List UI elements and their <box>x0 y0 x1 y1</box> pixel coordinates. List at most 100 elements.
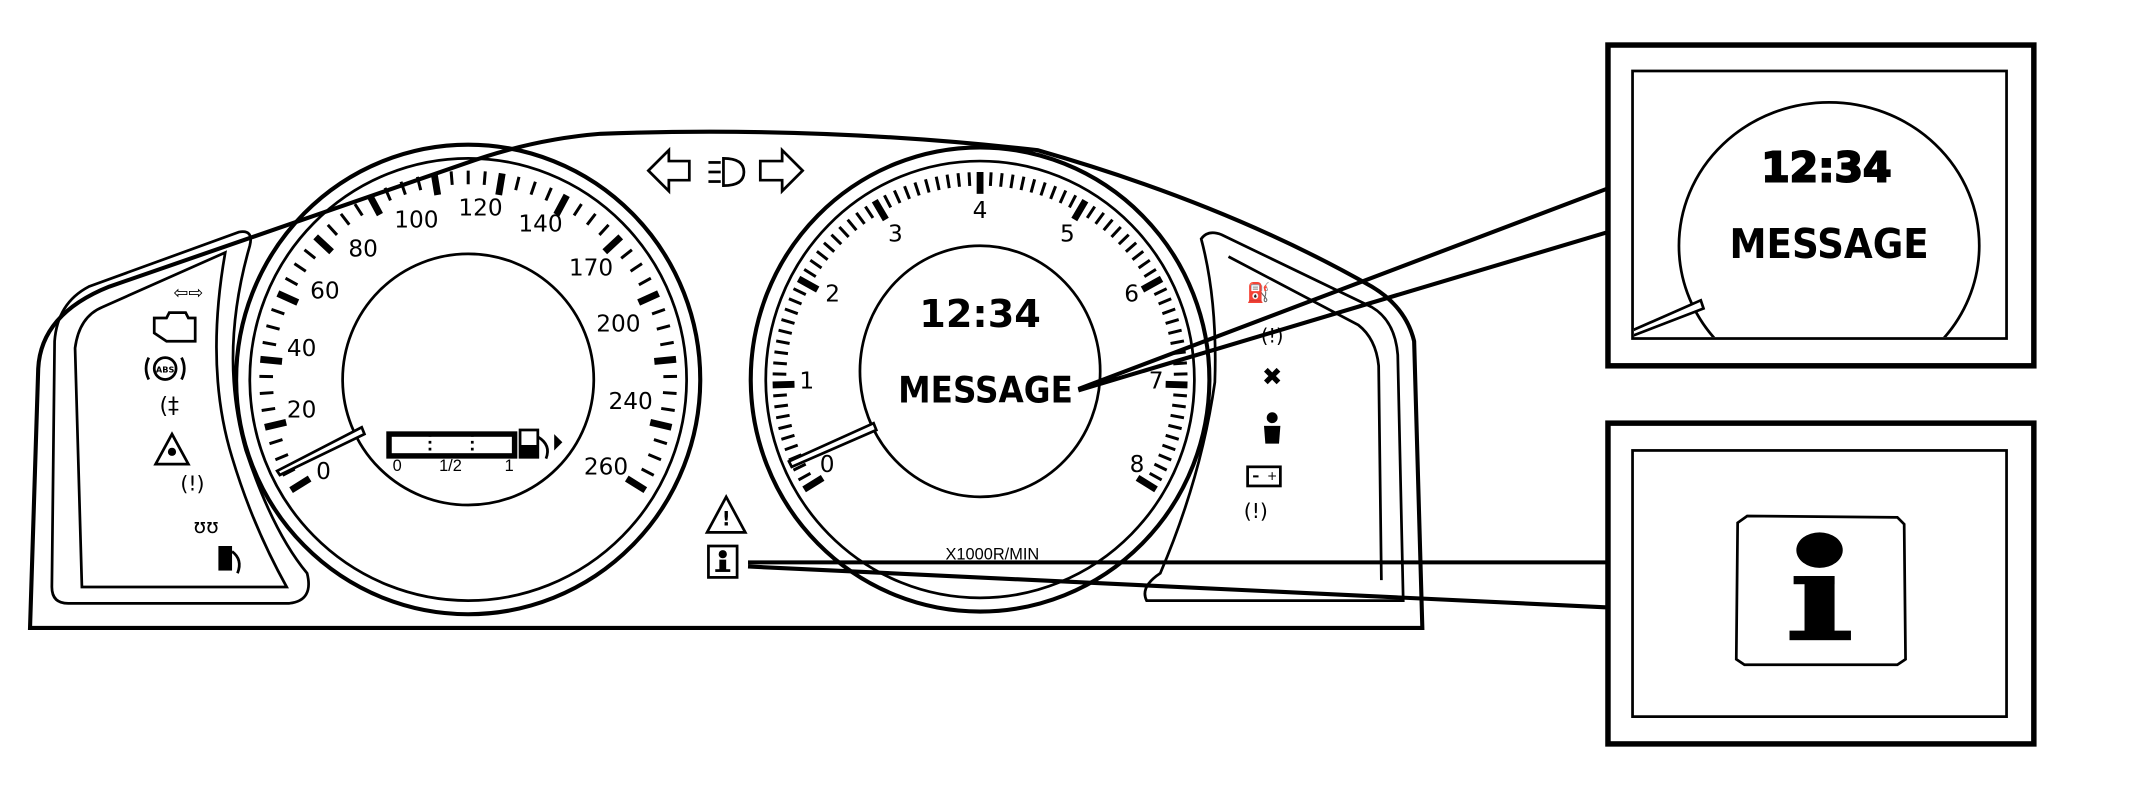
tachometer-tick <box>1168 423 1183 431</box>
tachometer-tick <box>1153 462 1168 472</box>
check-engine-icon <box>152 311 197 343</box>
tachometer-tick <box>1158 453 1172 462</box>
speedometer-tick <box>640 467 655 477</box>
speedometer-tick <box>262 340 277 347</box>
speedometer-tick <box>274 453 289 462</box>
tachometer-tick <box>1029 178 1037 193</box>
svg-text:ABS: ABS <box>156 364 175 374</box>
speedometer-tick <box>259 355 283 365</box>
speedometer-tick <box>326 223 339 236</box>
tachometer-tick <box>1135 474 1158 493</box>
tachometer-tick <box>1171 403 1186 409</box>
tachometer-tick <box>913 182 921 196</box>
speedometer-tick <box>660 340 674 347</box>
tachometer-tick <box>784 443 799 452</box>
display-time: 12:34 <box>919 293 1041 337</box>
speedometer-tick <box>656 324 671 331</box>
inset-time: 12:34 <box>1761 144 1891 192</box>
speedometer-label: 120 <box>458 194 502 221</box>
speedometer-tick <box>353 203 364 217</box>
speedometer-inner-display <box>341 252 596 507</box>
speedometer-tick <box>529 181 537 196</box>
tachometer-tick <box>1094 212 1105 225</box>
tachometer-tick <box>892 189 902 204</box>
speedometer-tick <box>289 475 312 494</box>
speedometer-tick <box>261 406 276 412</box>
speedometer-label: 140 <box>518 211 562 238</box>
speedometer-label: 200 <box>596 310 640 337</box>
speedometer-label: 40 <box>287 335 317 362</box>
speedometer-tick <box>266 324 280 331</box>
fuel-label-full: 1 <box>505 457 514 475</box>
speedometer-tick <box>495 172 506 196</box>
tachometer-tick <box>802 474 825 493</box>
info-callout-leader <box>747 560 1609 610</box>
speedometer-tick <box>647 453 662 462</box>
speedometer-tick <box>653 355 677 365</box>
tachometer-tick <box>1140 275 1164 293</box>
tachometer-tick <box>796 275 820 293</box>
inset-message: MESSAGE <box>1729 220 1928 268</box>
tachometer-tick <box>1173 393 1188 398</box>
tachometer-tick <box>775 413 790 420</box>
tachometer-tick <box>1039 182 1047 196</box>
tachometer-tick <box>1102 218 1114 232</box>
tachometer-label: 6 <box>1124 280 1139 307</box>
tachometer-label: 5 <box>1060 220 1075 247</box>
battery-icon: + <box>1246 465 1282 488</box>
speedometer-tick <box>313 234 334 255</box>
speedometer-needle <box>275 425 367 477</box>
tachometer-tick <box>784 307 799 316</box>
speedometer-tick <box>649 418 673 431</box>
tachometer-tick <box>1161 443 1176 452</box>
speedometer-label: 260 <box>584 454 628 481</box>
tachometer-tick <box>1049 185 1058 200</box>
tachometer-tick <box>1009 174 1015 189</box>
fuel-label-empty: 0 <box>393 457 402 475</box>
tachometer-tick <box>773 361 787 366</box>
tachometer-tick <box>999 173 1004 187</box>
tachometer-tick <box>792 287 807 297</box>
tachometer-unit: X1000R/MIN <box>945 546 1039 564</box>
speedometer-tick <box>430 172 442 196</box>
tachometer-tick <box>1071 198 1089 222</box>
speedometer-tick <box>653 438 668 446</box>
high-beam-icon <box>708 156 746 188</box>
speedometer-label: 80 <box>348 235 378 262</box>
tachometer-tick <box>815 250 829 261</box>
tachometer-tick <box>788 297 803 306</box>
warning-triangle-icon: ! <box>704 493 748 534</box>
tachometer-label: 2 <box>825 280 840 307</box>
info-large-icon-stem <box>1804 576 1835 635</box>
speedometer-label: 0 <box>316 458 331 485</box>
tachometer-inner-display <box>858 244 1102 499</box>
tachometer-tick <box>967 172 972 186</box>
speedometer-tick <box>264 418 287 431</box>
speedometer-tick <box>284 276 299 287</box>
tachometer-tick <box>1165 433 1180 441</box>
tachometer-tick <box>1068 194 1078 209</box>
speedometer-tick <box>572 203 583 217</box>
stability-control-icon <box>153 431 191 466</box>
tachometer-needle <box>787 421 879 469</box>
speedometer-tick <box>269 438 283 446</box>
tachometer-label: 3 <box>888 220 903 247</box>
speedometer-tick <box>303 248 317 260</box>
speedometer-tick <box>637 290 660 306</box>
tachometer-tick <box>778 423 793 431</box>
speedometer-tick <box>339 212 351 226</box>
tachometer-label: 8 <box>1130 451 1145 478</box>
right-warning-panel <box>1143 231 1405 602</box>
abs-icon: ABS <box>144 356 186 381</box>
tachometer-tick <box>1110 225 1122 239</box>
left-panel-inner <box>73 250 289 589</box>
tachometer-tick <box>822 241 836 253</box>
tachometer-tick <box>1167 328 1182 335</box>
fuel-label-half: 1/2 <box>439 457 462 475</box>
tachometer-label: 7 <box>1149 368 1164 395</box>
tachometer-tick <box>1085 205 1096 219</box>
info-large-icon-dot <box>1796 532 1843 568</box>
right-panel-inner <box>1227 255 1383 581</box>
